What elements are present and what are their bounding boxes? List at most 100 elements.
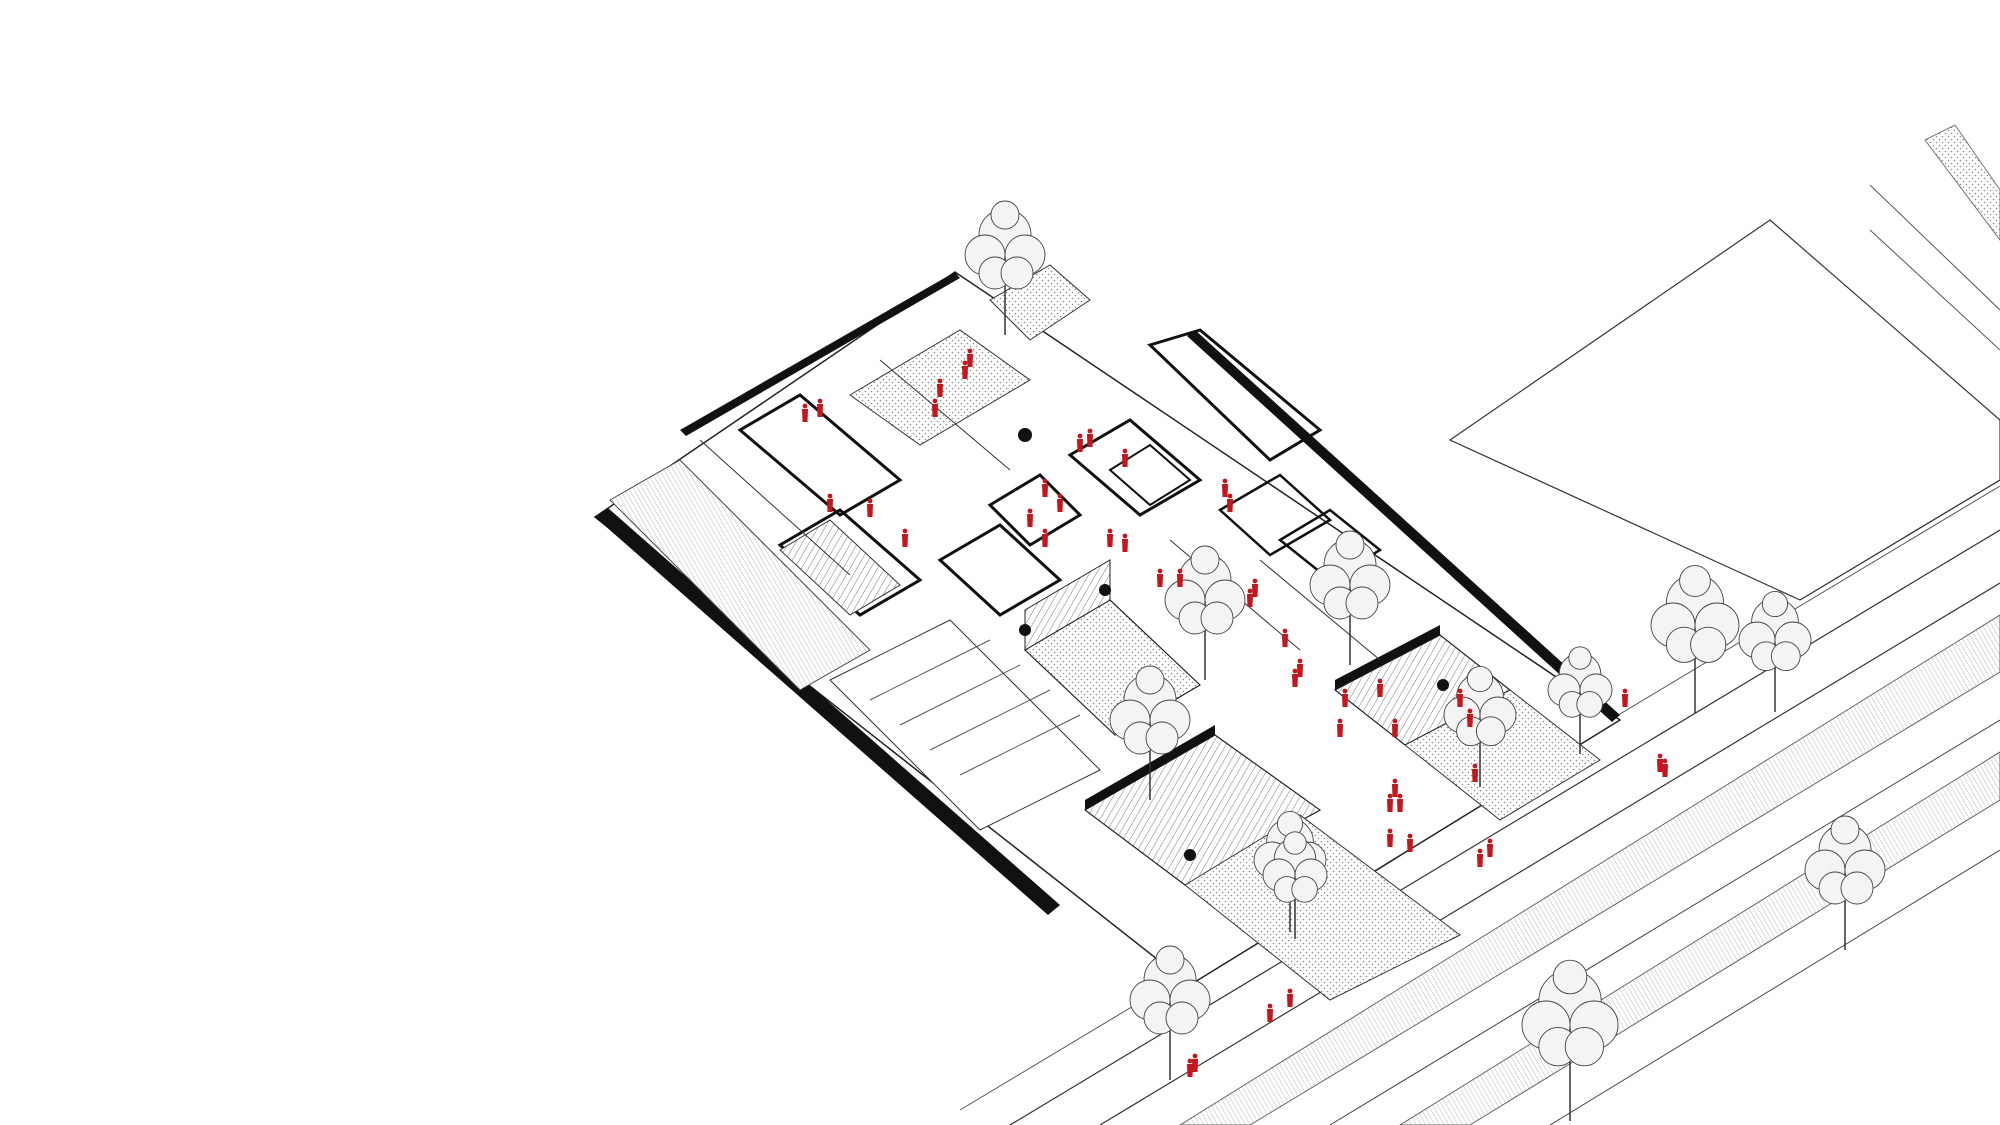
person-figure [1287,988,1293,1007]
road-hatched-strip [1924,124,2000,241]
tree [1804,815,1886,950]
north-wall [680,272,960,436]
person-figure [1267,1003,1273,1022]
person-figure [1027,508,1033,527]
person-figure [1177,568,1183,587]
parking-area [829,619,1101,831]
person-figure [1122,448,1128,467]
person-figure [1042,478,1048,497]
trees [964,200,1886,1121]
person-figure [827,493,833,512]
person-figure [1077,433,1083,452]
tree [1164,545,1246,680]
east-wall [1187,330,1620,722]
person-figure [962,360,968,379]
person-figure [1042,528,1048,547]
person-figure [1157,568,1163,587]
right-wing-room [1277,508,1383,582]
person-figure [902,528,908,547]
person-figure [1122,533,1128,552]
person-figure [1467,708,1473,727]
person-figure [1457,688,1463,707]
person-figure [1387,828,1393,847]
person-figure [1397,793,1403,812]
right-wing-room [1217,473,1333,557]
person-figure [1337,718,1343,737]
building [593,264,1622,1001]
road-line [1869,184,2000,311]
person-figure [1487,838,1493,857]
ramp-area [609,459,871,691]
tree [1650,565,1740,713]
road-top-right [1869,124,2000,351]
right-wing [1147,328,1323,462]
core-block [987,473,1083,547]
person-figure [1662,758,1668,777]
person-figure [1392,778,1398,797]
person-figure [802,403,808,422]
person-figure [1087,428,1093,447]
person-figure [1477,848,1483,867]
amphitheatre-wall [1335,625,1440,690]
curb-line-2 [1549,849,2000,1125]
west-wall [595,508,1060,915]
road-line [1869,229,2000,351]
person-figure [932,398,938,417]
person-figure [1297,658,1303,677]
core-block [937,523,1063,617]
tree [1262,831,1328,939]
person-figure [1657,753,1663,772]
person-figure [1222,478,1228,497]
planter [779,519,901,616]
person-figure [1392,718,1398,737]
parking-line [899,664,1021,726]
person-figure [1187,1058,1193,1077]
tree [1309,530,1391,665]
person-figure [867,498,873,517]
tree [1109,665,1191,800]
person-figure [1622,688,1628,707]
person-figure [1252,578,1258,597]
person-figure [1192,1053,1198,1072]
tree [964,200,1046,335]
person-figure [1377,678,1383,697]
tree [1129,945,1211,1080]
core-block [1108,443,1192,507]
curb-line [1329,719,2000,1125]
column [1099,584,1111,596]
person-figure [1107,528,1113,547]
person-figure [967,348,973,367]
street-hatched-band-upper [1179,614,2000,1125]
person-figure [1407,833,1413,852]
person-figure [1282,628,1288,647]
column [1184,849,1196,861]
street-edge-line [1099,582,2000,1125]
parking-line [959,714,1081,776]
parking-line [869,639,991,701]
person-figure [1387,793,1393,812]
tree [1521,959,1619,1121]
tree [1738,590,1812,712]
partition [699,439,851,576]
tree [1547,646,1613,754]
person-figure [1057,493,1063,512]
person-figure [1247,588,1253,607]
person-figure [1342,688,1348,707]
person-figure [1292,668,1298,687]
partition [879,359,1011,471]
column [1018,428,1032,442]
parking-line [929,689,1051,751]
column [1437,679,1449,691]
partition [1259,559,1381,661]
person-figure [1227,493,1233,512]
person-figure [817,398,823,417]
lot-edge [1799,479,2000,601]
room-block [737,393,903,517]
empty-lot-outline [1448,219,2000,601]
person-figure [1472,763,1478,782]
column [1019,624,1031,636]
core-block [1067,418,1203,517]
courtyard-wall [1024,559,1111,651]
